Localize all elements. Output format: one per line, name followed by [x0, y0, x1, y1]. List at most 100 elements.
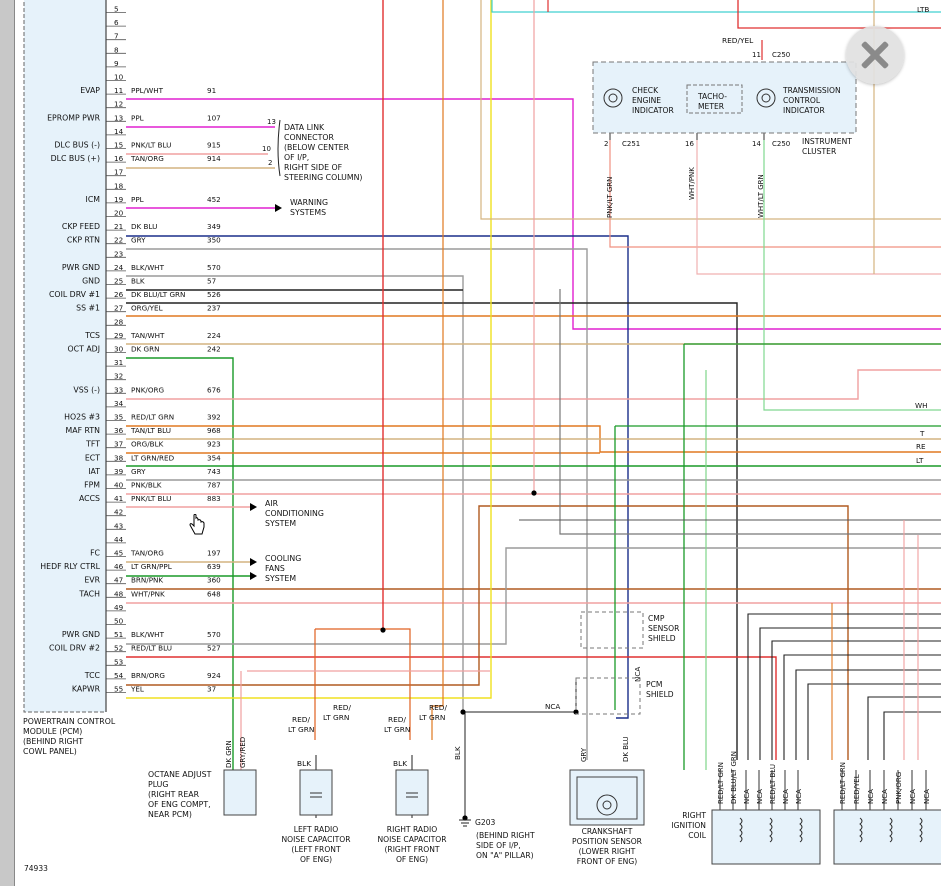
edge-label: T [919, 429, 925, 438]
pin-number: 50 [114, 617, 124, 626]
dlc-label: STEERING COLUMN) [284, 173, 362, 182]
lamp-filament-icon [761, 93, 771, 103]
pin-function: SS #1 [76, 304, 100, 313]
wire-color-label: RED/LT BLU [131, 644, 172, 653]
ac-label: SYSTEM [265, 519, 296, 528]
pin-function: VSS (-) [73, 385, 100, 394]
circuit-number: 743 [207, 467, 221, 476]
coil-winding-icon [919, 817, 923, 843]
pin-number: 44 [114, 535, 124, 544]
cluster-pin: 2 [604, 140, 608, 148]
pin-number: 25 [114, 277, 123, 286]
pin-number: 33 [114, 385, 123, 394]
cluster-connector: C250 [772, 51, 790, 59]
ac-label: AIR [265, 499, 279, 508]
circuit-number: 676 [207, 385, 221, 394]
pin-number: 46 [114, 562, 124, 571]
pin-number: 40 [114, 481, 124, 490]
circuit-number: 648 [207, 589, 221, 598]
trans-control-label: TRANSMISSION [782, 86, 841, 95]
wire-pin-22 [126, 248, 588, 760]
arrow-icon [250, 558, 257, 566]
wire-color-label: TAN/ORG [130, 154, 164, 163]
wire-color-label: PNK/LT BLU [131, 494, 171, 503]
ac-label: CONDITIONING [265, 509, 324, 518]
pin-number: 48 [114, 589, 124, 598]
cluster-pin: 11 [752, 51, 761, 59]
pin-function: ECT [85, 453, 100, 462]
circuit-number: 107 [207, 113, 221, 122]
circuit-number: 57 [207, 277, 216, 286]
cluster-connector: C250 [772, 140, 790, 148]
pcm-label: (BEHIND RIGHT [23, 737, 83, 746]
coil-wire-label: RED/LT GRN [717, 762, 725, 804]
wire-color-label: DK GRN [131, 345, 159, 354]
pcm-shield [575, 677, 641, 715]
circuit-number: 787 [207, 481, 221, 490]
fans-label: FANS [265, 564, 285, 573]
coil-wire-label: NCA [743, 789, 751, 804]
check-engine-label: CHECK [632, 86, 659, 95]
pin-function: TCS [84, 331, 100, 340]
cluster-wire-label: PNK/LT GRN [606, 177, 614, 218]
check-engine-label: INDICATOR [632, 106, 675, 115]
wire-color-label: GRY [131, 236, 146, 245]
pin-number: 26 [114, 290, 124, 299]
wire-color-label: ORG/BLK [131, 440, 164, 449]
cluster-wire-label: WHT/LT GRN [757, 174, 765, 218]
hand-cursor-icon [189, 514, 205, 535]
edge-label: LTB [917, 5, 929, 14]
pin-number: 55 [114, 685, 123, 694]
coil-winding-icon [859, 817, 863, 843]
dlc-label: RIGHT SIDE OF [284, 163, 343, 172]
circuit-number: 968 [207, 426, 221, 435]
pcm-label: POWERTRAIN CONTROL [23, 717, 116, 726]
wire-color-label: DK BLU [131, 222, 157, 231]
pin-number: 29 [114, 331, 124, 340]
wire-capacitor-feed [314, 628, 411, 740]
wire-pin-30 [126, 357, 234, 770]
octane-label: PLUG [148, 780, 168, 789]
dlc-label: DATA LINK [284, 123, 325, 132]
fans-label: COOLING [265, 554, 301, 563]
circuit-number: 526 [207, 290, 221, 299]
wire-color-label: TAN/WHT [130, 331, 165, 340]
tachometer-label: TACHO- [697, 92, 727, 101]
dlc-label: CONNECTOR [284, 133, 335, 142]
edge-label: WH [915, 401, 928, 410]
circuit-number: 360 [207, 576, 221, 585]
right-cap-label: (RIGHT FRONT [384, 845, 439, 854]
octane-label: NEAR PCM) [148, 810, 192, 819]
pin-function: EVR [84, 576, 100, 585]
pin-number: 51 [114, 630, 123, 639]
coil-winding-icon [769, 817, 773, 843]
pin-function: ICM [86, 195, 100, 204]
pin-number: 34 [114, 399, 124, 408]
pin-number: 31 [114, 358, 123, 367]
dlc-label: OF I/P, [284, 153, 309, 162]
circuit-number: 570 [207, 263, 221, 272]
pin-function: COIL DRV #1 [49, 290, 100, 299]
circuit-number: 915 [207, 141, 221, 150]
pin-function: PWR GND [62, 263, 100, 272]
wire-color-label: RED/LT GRN [131, 413, 174, 422]
instrument-cluster [592, 61, 857, 134]
close-button[interactable] [846, 26, 904, 84]
splice-dot [380, 627, 386, 633]
pcm-label: MODULE (PCM) [23, 727, 82, 736]
pin-number: 43 [114, 521, 123, 530]
wire-color-label: YEL [130, 685, 144, 694]
nca-label: NCA [545, 702, 560, 711]
pin-number: 45 [114, 549, 123, 558]
ckp-label: CRANKSHAFT [582, 827, 633, 836]
wire-pin-51 [126, 547, 941, 645]
pin-number: 27 [114, 304, 123, 313]
pin-function: GND [82, 277, 100, 286]
arrow-icon [275, 204, 282, 212]
trans-control-label: CONTROL [783, 96, 821, 105]
pin-number: 7 [114, 32, 119, 41]
pin-number: 12 [114, 100, 123, 109]
coil-winding-icon [799, 817, 803, 843]
left-cap-label: OF ENG) [300, 855, 332, 864]
octane-plug [223, 769, 257, 816]
